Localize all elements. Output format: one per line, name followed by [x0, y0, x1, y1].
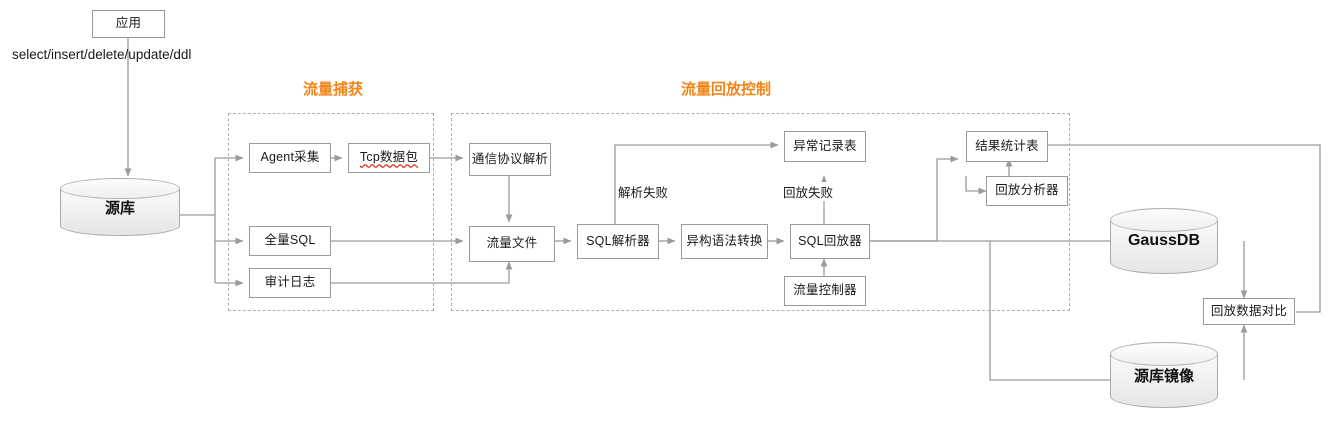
node-sql-parser[interactable]: SQL解析器: [577, 224, 659, 259]
zone-replay-control: [451, 113, 1070, 311]
node-tcp-packet[interactable]: Tcp数据包: [348, 143, 430, 173]
node-traffic-controller[interactable]: 流量控制器: [784, 276, 866, 306]
database-gaussdb-label: GaussDB: [1127, 232, 1201, 249]
node-sql-replayer[interactable]: SQL回放器: [790, 224, 870, 259]
database-gaussdb[interactable]: GaussDB: [1110, 208, 1218, 274]
query-types-label: select/insert/delete/update/ddl: [12, 47, 192, 62]
database-source-mirror-label: 源库镜像: [1133, 367, 1194, 385]
node-full-sql[interactable]: 全量SQL: [249, 226, 331, 256]
database-source-label: 源库: [104, 199, 135, 217]
zone-traffic-capture: [228, 113, 434, 311]
node-exception-record[interactable]: 异常记录表: [784, 131, 866, 162]
node-replay-data-compare[interactable]: 回放数据对比: [1203, 298, 1295, 325]
node-audit-log[interactable]: 审计日志: [249, 268, 331, 298]
node-agent-collect[interactable]: Agent采集: [249, 143, 331, 173]
node-application[interactable]: 应用: [92, 10, 165, 38]
node-traffic-file[interactable]: 流量文件: [469, 226, 555, 262]
zone-replay-control-title: 流量回放控制: [681, 81, 772, 98]
node-replay-analyzer[interactable]: 回放分析器: [986, 176, 1068, 206]
database-source-mirror[interactable]: 源库镜像: [1110, 342, 1218, 408]
edge-label-parse-fail: 解析失败: [616, 182, 671, 201]
node-syntax-convert[interactable]: 异构语法转换: [681, 224, 768, 259]
node-protocol-parse[interactable]: 通信协议解析: [469, 143, 551, 176]
database-source[interactable]: 源库: [60, 178, 180, 236]
edge-label-replay-fail: 回放失败: [781, 182, 836, 201]
zone-traffic-capture-title: 流量捕获: [303, 81, 364, 98]
node-result-stats[interactable]: 结果统计表: [966, 131, 1048, 162]
